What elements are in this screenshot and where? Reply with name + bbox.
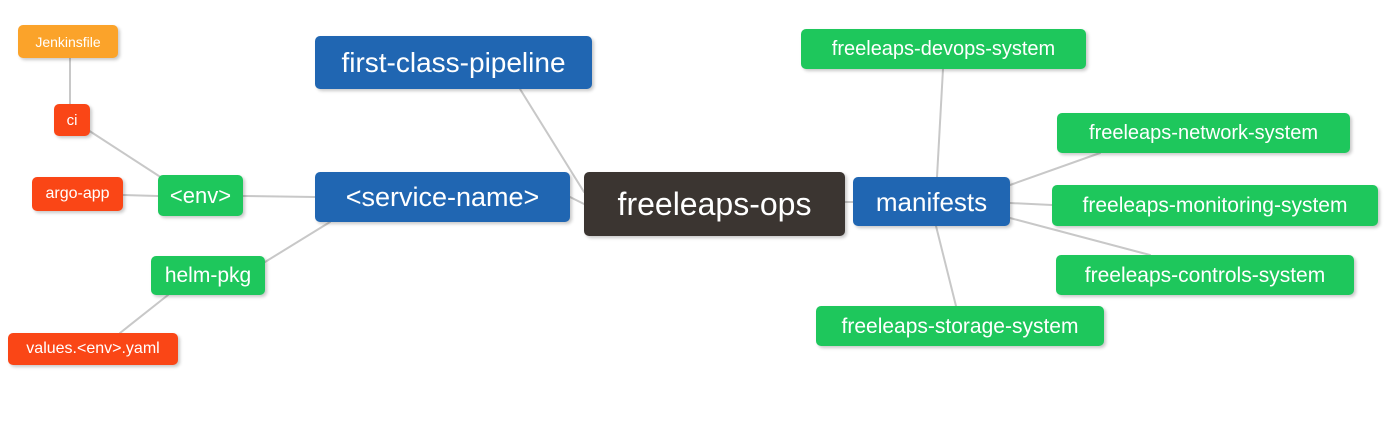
edge-manifests-to-freeleaps-network-system (1009, 152, 1101, 186)
edge-service-name-to-helm-pkg (264, 221, 331, 263)
node-values-env-yaml[interactable]: values.<env>.yaml (8, 333, 178, 365)
node-label-values-env-yaml: values.<env>.yaml (26, 340, 160, 357)
node-jenkinsfile[interactable]: Jenkinsfile (18, 25, 118, 58)
node-ci[interactable]: ci (54, 104, 90, 136)
node-label-freeleaps-monitoring-system: freeleaps-monitoring-system (1082, 194, 1348, 217)
edge-service-name-to-env (242, 195, 316, 198)
node-label-freeleaps-ops: freeleaps-ops (617, 186, 812, 222)
node-label-argo-app: argo-app (45, 185, 110, 202)
node-freeleaps-storage-system[interactable]: freeleaps-storage-system (816, 306, 1104, 346)
node-freeleaps-monitoring-system[interactable]: freeleaps-monitoring-system (1052, 185, 1378, 226)
edge-manifests-to-freeleaps-devops-system (936, 68, 944, 178)
node-label-freeleaps-controls-system: freeleaps-controls-system (1084, 263, 1326, 287)
edge-helm-pkg-to-values-env-yaml (119, 294, 169, 334)
node-label-first-class-pipeline: first-class-pipeline (341, 46, 566, 78)
node-label-freeleaps-network-system: freeleaps-network-system (1089, 122, 1318, 144)
node-helm-pkg[interactable]: helm-pkg (151, 256, 265, 295)
edge-manifests-to-freeleaps-monitoring-system (1009, 202, 1053, 206)
edge-env-to-ci (87, 129, 163, 179)
edge-manifests-to-freeleaps-storage-system (935, 225, 957, 307)
node-freeleaps-devops-system[interactable]: freeleaps-devops-system (801, 29, 1086, 69)
node-freeleaps-network-system[interactable]: freeleaps-network-system (1057, 113, 1350, 153)
node-label-freeleaps-devops-system: freeleaps-devops-system (831, 38, 1056, 60)
node-manifests[interactable]: manifests (853, 177, 1010, 226)
edge-env-to-argo-app (122, 194, 159, 197)
node-service-name[interactable]: <service-name> (315, 172, 570, 222)
node-freeleaps-controls-system[interactable]: freeleaps-controls-system (1056, 255, 1354, 295)
node-label-ci: ci (66, 111, 78, 129)
node-env[interactable]: <env> (158, 175, 243, 216)
node-label-manifests: manifests (875, 186, 988, 217)
node-argo-app[interactable]: argo-app (32, 177, 123, 211)
node-first-class-pipeline[interactable]: first-class-pipeline (315, 36, 592, 89)
node-freeleaps-ops[interactable]: freeleaps-ops (584, 172, 845, 236)
node-label-helm-pkg: helm-pkg (164, 264, 252, 287)
node-label-jenkinsfile: Jenkinsfile (35, 33, 101, 50)
node-label-service-name: <service-name> (345, 181, 540, 212)
edge-freeleaps-ops-to-service-name (569, 196, 585, 205)
node-label-freeleaps-storage-system: freeleaps-storage-system (841, 314, 1079, 338)
node-label-env: <env> (169, 182, 232, 208)
